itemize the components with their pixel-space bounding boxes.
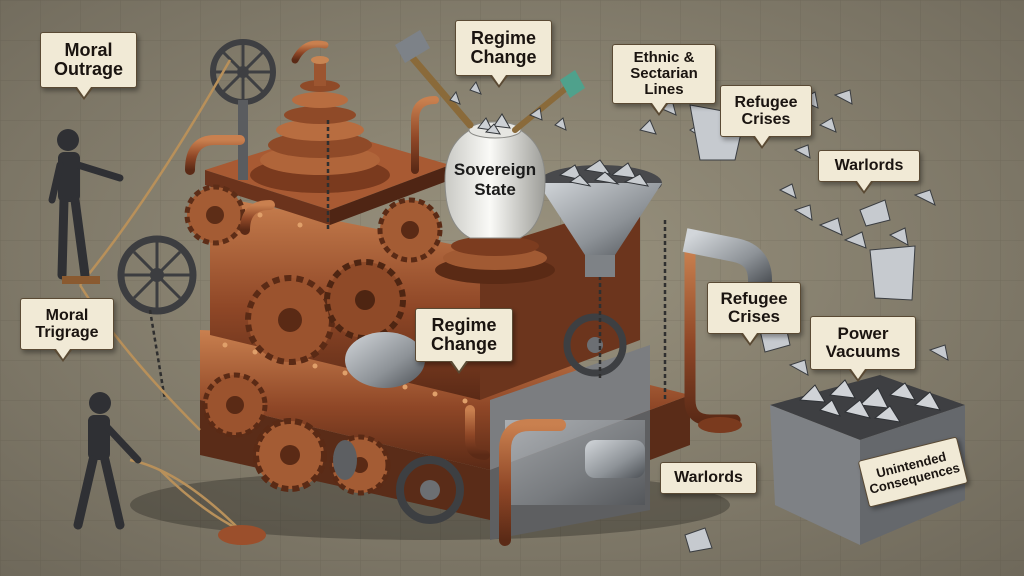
- refugee-crises-mid-label: Refugee Crises: [707, 282, 801, 346]
- refugee-crises-top-label: Refugee Crises: [720, 85, 812, 149]
- gear-tower: [250, 56, 390, 193]
- flywheel-left: [117, 235, 197, 315]
- sovereign-state-vase: [435, 113, 555, 284]
- warlords-bottom-label: Warlords: [660, 462, 757, 494]
- power-vacuums-label: Power Vacuums: [810, 316, 916, 382]
- regime-change-top-label: Regime Change: [455, 20, 552, 88]
- ethnic-sectarian-label: Ethnic & Sectarian Lines: [612, 44, 716, 116]
- warlords-top-label: Warlords: [818, 150, 920, 194]
- floor-pipe-cap: [698, 417, 742, 433]
- moral-outrage-label: Moral Outrage: [40, 32, 137, 100]
- chains: [148, 120, 667, 401]
- regime-change-mid-label: Regime Change: [415, 308, 513, 374]
- moral-trigrage-label: Moral Trigrage: [20, 298, 114, 362]
- rubble-funnel: [538, 159, 662, 277]
- hammers: [395, 30, 585, 133]
- figure-top: [48, 129, 124, 284]
- pull-lever-base: [218, 525, 266, 545]
- sovereign-state-text: Sovereign State: [453, 160, 537, 199]
- figure-bottom: [73, 392, 142, 530]
